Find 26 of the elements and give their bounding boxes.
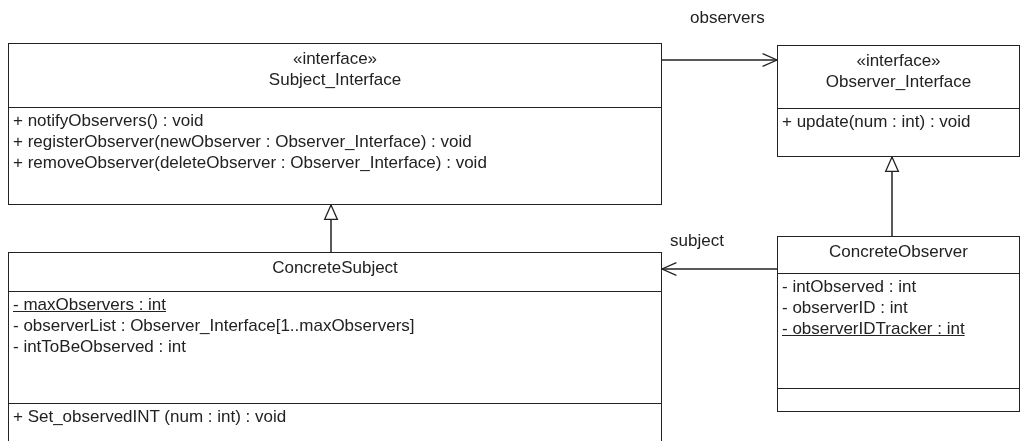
association-arrow	[661, 261, 778, 277]
attribute-text: - maxObservers : int	[13, 294, 168, 315]
class-name: Observer_Interface	[824, 71, 973, 92]
role-label: subject	[668, 231, 726, 251]
class-name: ConcreteObserver	[828, 241, 969, 262]
method-text: + notifyObservers() : void	[13, 110, 205, 131]
method-text: + Set_observedINT (num : int) : void	[13, 406, 288, 427]
attribute-text: - intObserved : int	[782, 276, 918, 297]
stereotype-label: «interface»	[855, 50, 942, 71]
association-arrow	[661, 52, 778, 68]
class-name: ConcreteSubject	[271, 257, 399, 278]
class-name: Subject_Interface	[267, 69, 403, 90]
attribute-text: - observerList : Observer_Interface[1..maxObservers]	[13, 315, 416, 336]
generalization-arrow	[323, 204, 339, 253]
stereotype-label: «interface»	[291, 48, 379, 69]
method-text: + update(num : int) : void	[782, 111, 972, 132]
method-text: + removeObserver(deleteObserver : Observer_Interface) : void	[13, 152, 488, 173]
attribute-text: - observerID : int	[782, 297, 909, 318]
class-box	[777, 45, 1020, 157]
class-box	[777, 236, 1020, 412]
attribute-text: - intToBeObserved : int	[13, 336, 187, 357]
class-box	[8, 43, 662, 205]
method-text: + registerObserver(newObserver : Observer_Interface) : void	[13, 131, 473, 152]
class-box	[8, 252, 662, 441]
generalization-arrow	[884, 156, 900, 237]
attribute-text: - observerIDTracker : int	[782, 318, 966, 339]
